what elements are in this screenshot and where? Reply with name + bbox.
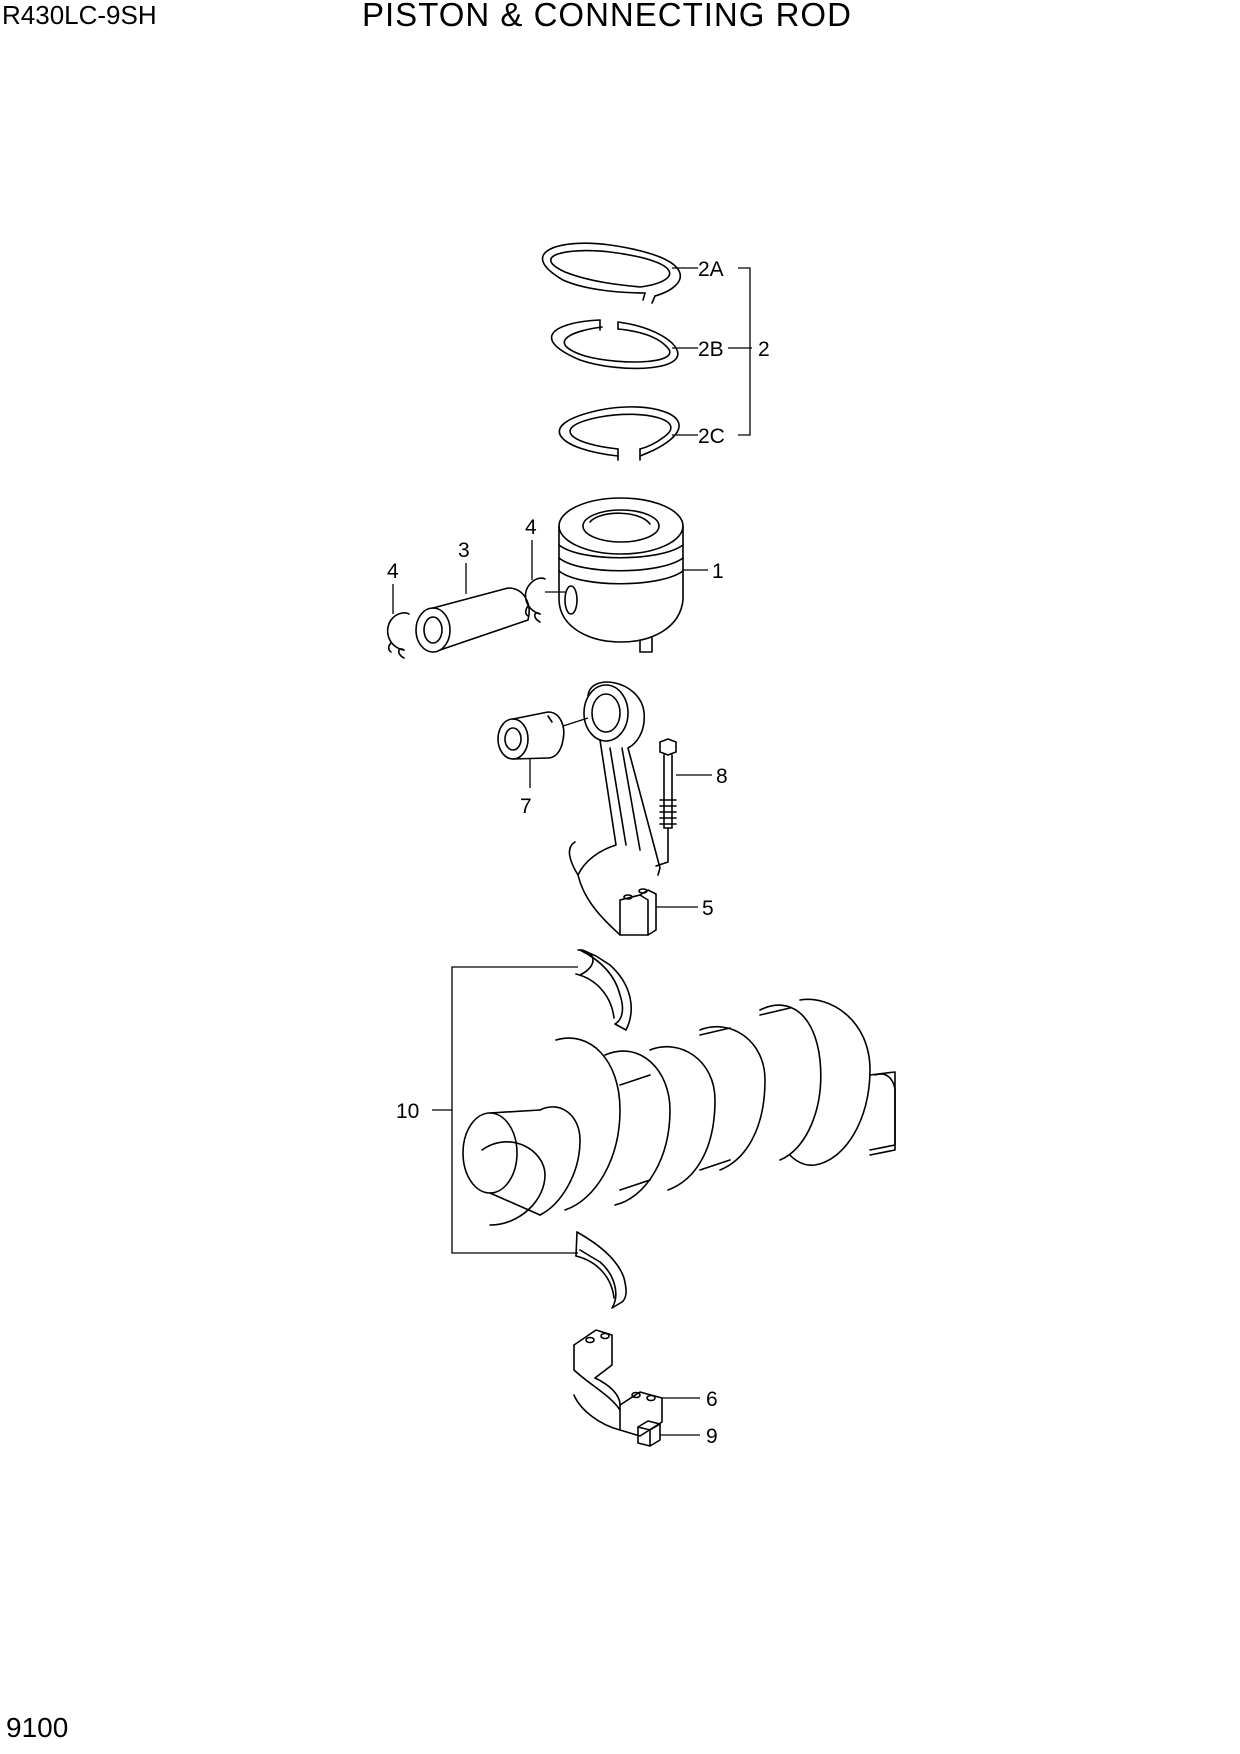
- connecting-rod: [568, 681, 661, 936]
- page-title: PISTON & CONNECTING ROD: [362, 0, 852, 33]
- callout-6: 6: [706, 1388, 718, 1411]
- callout-10: 10: [396, 1100, 419, 1123]
- piston: [558, 497, 684, 653]
- callout-3: 3: [458, 539, 470, 562]
- bearing-shell-upper: [575, 949, 632, 1031]
- callout-2B: 2B: [698, 338, 724, 361]
- callout-4-right: 4: [525, 516, 537, 539]
- callout-2C: 2C: [698, 425, 725, 448]
- bearing-shell-lower: [575, 1231, 627, 1309]
- callout-2: 2: [758, 338, 770, 361]
- page-number: 9100: [6, 1712, 69, 1743]
- connecting-rod-nut: [637, 1420, 661, 1447]
- crankshaft: [462, 998, 896, 1226]
- piston-ring-second: [550, 319, 679, 370]
- callout-1: 1: [712, 560, 724, 583]
- callout-8: 8: [716, 765, 728, 788]
- snap-ring-left: [386, 612, 410, 659]
- callout-7: 7: [520, 795, 532, 818]
- callout-5: 5: [702, 897, 714, 920]
- piston-pin: [415, 587, 530, 653]
- connecting-rod-bolt: [655, 738, 677, 867]
- piston-ring-oil: [558, 406, 680, 461]
- model-name: R430LC-9SH: [2, 0, 157, 30]
- small-end-bushing: [497, 711, 565, 760]
- snap-ring-right: [524, 577, 546, 623]
- callout-2A: 2A: [698, 258, 724, 281]
- callout-9: 9: [706, 1425, 718, 1448]
- rod-cap: [573, 1329, 663, 1437]
- callout-4-left: 4: [387, 560, 399, 583]
- piston-ring-top: [541, 242, 681, 304]
